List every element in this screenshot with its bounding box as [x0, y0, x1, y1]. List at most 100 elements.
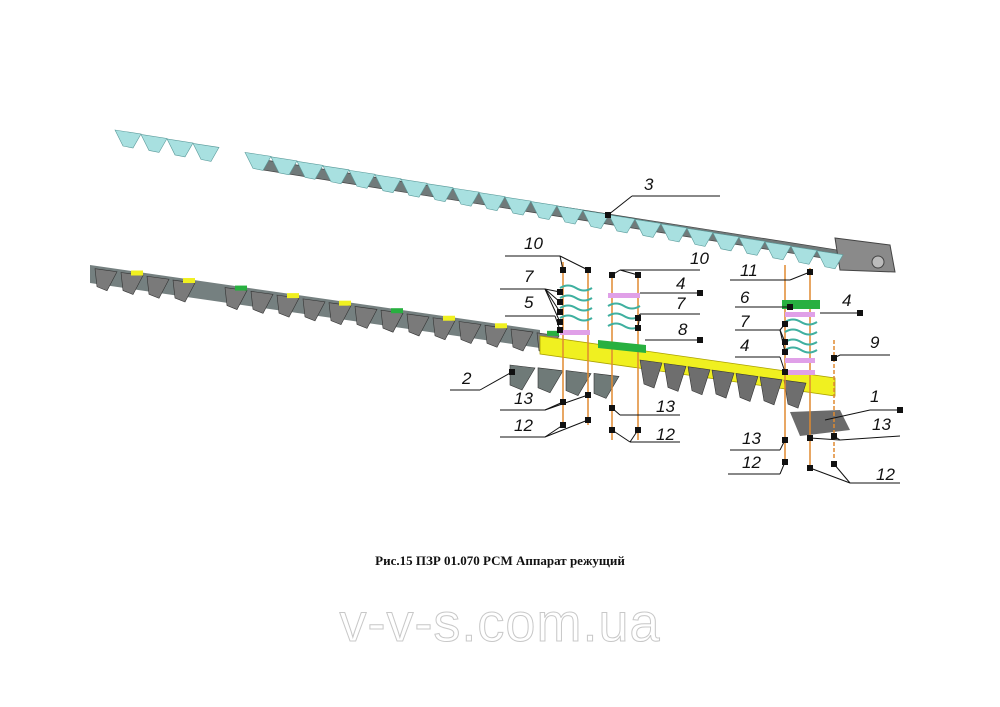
callout-marker [807, 465, 813, 471]
callout-marker [557, 289, 563, 295]
callout-marker [635, 272, 641, 278]
callout-marker [560, 267, 566, 273]
knife-blade [608, 214, 636, 234]
leader-line [824, 409, 871, 421]
callout-marker [831, 461, 837, 467]
callout-number: 8 [678, 320, 688, 339]
bar-segment [547, 330, 559, 336]
knife-blade [400, 178, 428, 198]
guard [146, 275, 170, 299]
knife-blade [816, 250, 844, 270]
callout-marker [557, 319, 563, 325]
watermark: v-v-s.com.ua [339, 593, 661, 654]
callout-marker [831, 355, 837, 361]
bar-segment [235, 285, 247, 291]
finger-bar-assembly [90, 265, 850, 436]
knife-blade [270, 156, 298, 176]
callout-12: 12 [500, 416, 591, 438]
leader-line [809, 467, 851, 484]
guard [639, 359, 663, 389]
guard [302, 298, 326, 322]
knife-blade [582, 210, 610, 229]
callout-2: 2 [450, 369, 515, 391]
callout-marker [697, 290, 703, 296]
callout-marker [635, 325, 641, 331]
knife-blade [374, 174, 402, 194]
knife-blade [322, 165, 350, 185]
knife-blade [556, 205, 584, 225]
callout-marker [782, 369, 788, 375]
callout-marker [585, 267, 591, 273]
leader-line [839, 435, 901, 441]
knife-blade [426, 183, 454, 203]
callout-13: 13 [807, 415, 901, 441]
knife-blade [660, 223, 688, 243]
guard [94, 268, 118, 292]
callout-13: 13 [500, 389, 591, 411]
callout-4: 4 [640, 274, 703, 296]
callout-number: 2 [461, 369, 472, 388]
callout-number: 7 [524, 267, 534, 286]
callout-marker [782, 349, 788, 355]
spring-washer [784, 328, 818, 336]
leader-line [809, 437, 841, 441]
callout-marker [782, 339, 788, 345]
guard [711, 369, 735, 399]
callout-marker [585, 392, 591, 398]
callout-number: 12 [742, 453, 761, 472]
knife-blade [348, 169, 376, 189]
bar-segment [183, 278, 195, 284]
callout-marker [560, 399, 566, 405]
callout-number: 12 [656, 425, 675, 444]
leader-line [479, 371, 513, 391]
callout-6: 6 [735, 288, 793, 310]
callout-number: 7 [740, 312, 750, 331]
figure-caption: Рис.15 ПЗР 01.070 РСМ Аппарат режущий [375, 553, 625, 568]
guard [458, 321, 482, 344]
leader-line [544, 288, 561, 323]
callout-marker [697, 337, 703, 343]
callout-marker [807, 269, 813, 275]
plate-8 [598, 340, 646, 354]
callout-marker [782, 321, 788, 327]
leader-line [607, 195, 633, 216]
spring-washer [784, 338, 818, 346]
callout-marker [557, 327, 563, 333]
bar-segment [443, 315, 455, 321]
callout-number: 12 [876, 465, 895, 484]
callout-marker [787, 304, 793, 310]
guard [759, 376, 783, 406]
callout-number: 4 [740, 336, 749, 355]
guard [663, 363, 687, 392]
callout-13: 13 [730, 429, 788, 451]
spring-washer [559, 294, 593, 302]
guard [509, 364, 536, 391]
callout-marker [857, 310, 863, 316]
callout-marker [557, 309, 563, 315]
callout-marker [560, 422, 566, 428]
leader-line [559, 255, 589, 271]
callout-marker [782, 459, 788, 465]
callout-number: 13 [872, 415, 891, 434]
leader-line [544, 288, 561, 313]
knife-blade [712, 232, 740, 252]
callout-10: 10 [505, 234, 591, 273]
callout-13: 13 [609, 397, 680, 416]
callout-12: 12 [728, 453, 788, 475]
callout-9: 9 [831, 333, 890, 361]
knife-blade [686, 227, 714, 247]
spring-washer [784, 318, 818, 326]
guard [735, 373, 759, 402]
callout-10: 10 [609, 249, 709, 278]
knife-blade [764, 241, 792, 261]
callout-number: 5 [524, 293, 534, 312]
guard [783, 379, 807, 409]
spring-washer [559, 304, 593, 312]
guard [510, 328, 534, 352]
callout-number: 11 [740, 261, 758, 280]
guard [593, 373, 620, 399]
callout-marker [605, 212, 611, 218]
callout-1: 1 [824, 387, 903, 421]
knife-blade [296, 160, 324, 180]
